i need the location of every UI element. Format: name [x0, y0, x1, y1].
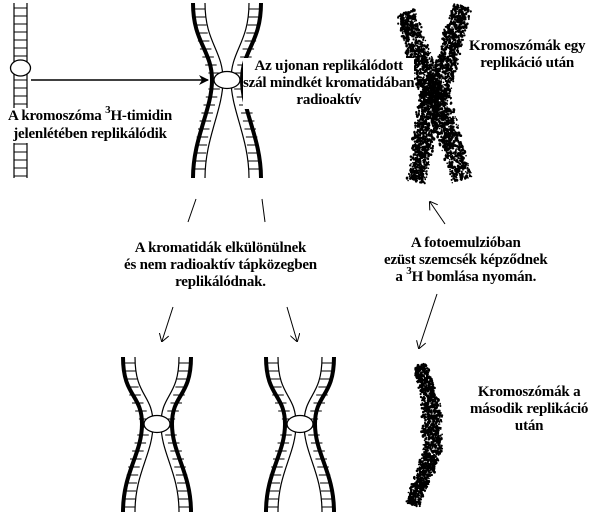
label-silver-line1: A fotoemulzióban [384, 235, 548, 252]
arrow-to-first-stain [430, 202, 445, 224]
original-chromosome [11, 3, 31, 178]
separation-line-right [262, 199, 265, 222]
centromere [11, 60, 31, 76]
label-separate-line3: replikálódnak. [124, 274, 317, 291]
label-after-first-replication: Kromoszómák egy replikáció után [469, 38, 585, 72]
label-replication-in-tritium: A kromoszóma 3H-timidin jelenlétében rep… [8, 108, 172, 143]
daughter-chromosome-right [266, 357, 334, 512]
labeled-chromosome-single [406, 363, 444, 507]
daughter-chromosome-left [123, 357, 191, 512]
label-replication-line1: A kromoszóma 3H-timidin [8, 108, 172, 126]
arrow-to-second-stain [419, 294, 437, 348]
label-after-first-line1: Kromoszómák egy [469, 38, 585, 55]
label-new-strand-line2: szál mindkét kromatidában [243, 75, 414, 92]
label-replication-line2: jelenlétében replikálódik [8, 126, 172, 143]
label-after-second-line2: második replikáció [470, 401, 588, 418]
label-chromatids-separate: A kromatidák elkülönülnek és nem radioak… [124, 240, 317, 291]
label-new-strand-radioactive: Az ujonan replikálódott szál mindkét kro… [243, 58, 414, 109]
arrow-to-left-daughter [162, 307, 173, 341]
separation-line-left [188, 199, 196, 222]
label-new-strand-line3: radioaktív [243, 92, 414, 109]
arrow-to-right-daughter [287, 307, 297, 341]
label-after-second-replication: Kromoszómák a második replikáció után [470, 384, 588, 435]
label-after-second-line1: Kromoszómák a [470, 384, 588, 401]
label-separate-line2: és nem radioaktív tápközegben [124, 257, 317, 274]
label-new-strand-line1: Az ujonan replikálódott [243, 58, 414, 75]
label-silver-line3: a 3H bomlása nyomán. [384, 269, 548, 287]
label-after-second-line3: után [470, 418, 588, 435]
label-after-first-line2: replikáció után [469, 55, 585, 72]
label-silver-grains: A fotoemulzióban ezüst szemcsék képződne… [384, 235, 548, 287]
label-separate-line1: A kromatidák elkülönülnek [124, 240, 317, 257]
